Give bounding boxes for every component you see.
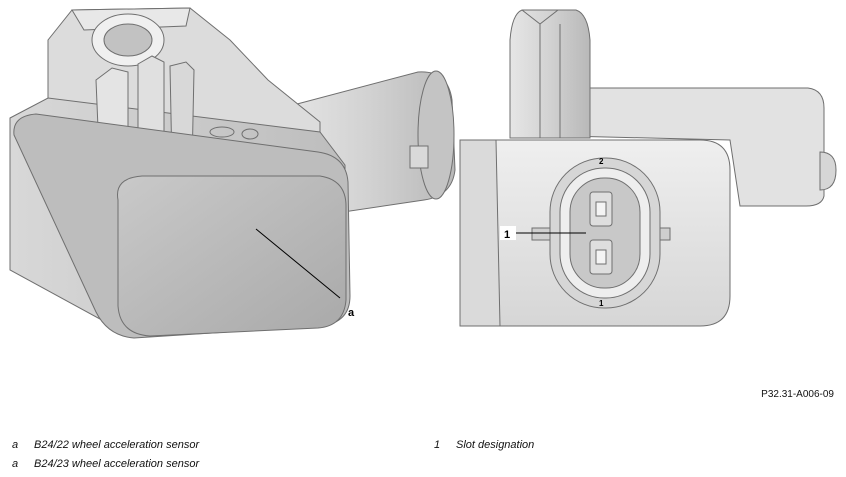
legend-key: 1 — [434, 439, 441, 451]
legend-text: Slot designation — [456, 439, 535, 451]
right-sensor-drawing — [459, 9, 837, 327]
callout-1-label: 1 — [504, 229, 510, 241]
figure-id: P32.31-A006-09 — [761, 389, 834, 400]
legend-key: a — [12, 458, 19, 470]
legend-text: B24/22 wheel acceleration sensor — [34, 439, 200, 451]
left-sensor-drawing — [9, 7, 456, 339]
sensor-illustration: a 2 1 1 — [9, 7, 837, 339]
pin-number-top: 2 — [599, 157, 604, 166]
callout-a-label: a — [348, 307, 355, 319]
legend-text: B24/23 wheel acceleration sensor — [34, 458, 200, 470]
pin-number-bottom: 1 — [599, 299, 604, 308]
legend-key: a — [12, 439, 19, 451]
callout-a-leader — [255, 228, 341, 299]
